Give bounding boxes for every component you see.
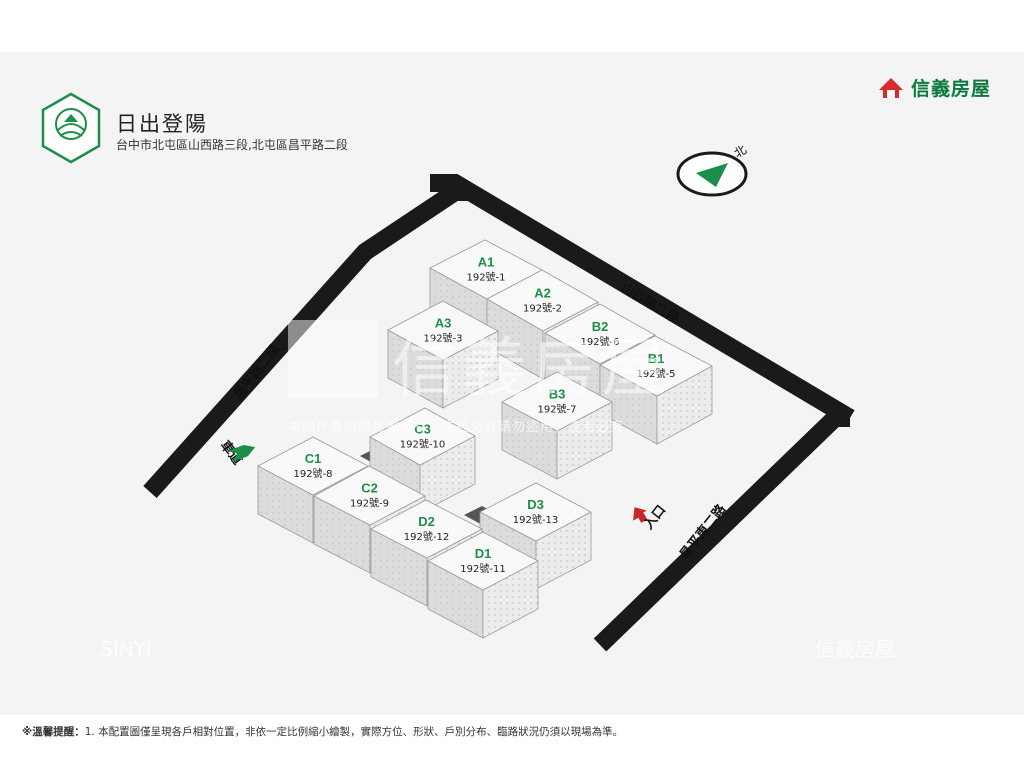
- project-logo-icon: [41, 92, 101, 164]
- brand-mark-icon: [879, 77, 903, 98]
- unit-number: 192號-8: [293, 467, 332, 480]
- watermark-brand: 信義房屋: [392, 332, 672, 406]
- compass-arrow-icon: [696, 163, 728, 187]
- unit-number: 192號-9: [350, 497, 389, 510]
- brand-name: 信義房屋: [911, 78, 992, 100]
- unit-code: C1: [305, 451, 322, 466]
- entrance-label: 入口: [641, 503, 669, 533]
- watermark-logo-icon: [288, 320, 378, 398]
- site-plan-board: 山西路二段 昌平路二段 昌平東二路 北 樓梯間樓梯間樓梯間樓梯間 A1192號-…: [0, 52, 1024, 715]
- brand-logo: 信義房屋: [878, 74, 991, 101]
- unit-top-face: [486, 269, 599, 332]
- unit-left-texture: [600, 365, 657, 444]
- driveway-arrow-icon: [226, 444, 256, 463]
- unit-number: 192號-1: [466, 271, 505, 284]
- unit-top-face: [501, 371, 613, 432]
- unit-code: A1: [478, 255, 495, 270]
- entrance-arrow-icon: [633, 507, 648, 523]
- unit-code: B1: [648, 351, 665, 366]
- unit-number: 192號-7: [537, 403, 576, 416]
- watermark-notice: 本圖片為信義房屋所有，未經允許請勿盜用，違者必究: [288, 419, 624, 435]
- watermark: 信義房屋 本圖片為信義房屋所有，未經允許請勿盜用，違者必究 信義房屋 SINYI: [100, 320, 895, 661]
- unit-left-texture: [487, 299, 543, 379]
- north-compass: 北: [676, 142, 749, 197]
- unit-top-face: [599, 335, 713, 397]
- project-address: 台中市北屯區山西路三段,北屯區昌平路二段: [116, 138, 348, 152]
- unit-code: B3: [549, 387, 566, 402]
- unit-code: B2: [592, 319, 609, 334]
- driveway-marker: 車道: [217, 438, 256, 468]
- road-changping: [143, 183, 472, 499]
- unit-top-face: [370, 499, 483, 559]
- unit-number: 192號-12: [404, 530, 449, 543]
- unit-right-texture: [483, 561, 538, 638]
- unit-top-face: [387, 300, 499, 361]
- unit-code: C2: [361, 481, 378, 496]
- unit-right-texture: [536, 512, 591, 589]
- unit-number: 192號-11: [460, 562, 505, 575]
- unit-blocks: A1192號-1A2192號-2B2192號-6A3192號-3B1192號-5…: [257, 239, 713, 639]
- disclaimer: ※溫馨提醒：1. 本配置圖僅呈現各戶相對位置，非依一定比例縮小繪製，實際方位、形…: [22, 724, 623, 739]
- unit-number: 192號-2: [523, 302, 562, 315]
- unit-code: D1: [475, 546, 492, 561]
- disclaimer-label: ※溫馨提醒：: [22, 726, 85, 738]
- disclaimer-bar: ※溫馨提醒：1. 本配置圖僅呈現各戶相對位置，非依一定比例縮小繪製，實際方位、形…: [0, 715, 1024, 768]
- unit-number: 192號-5: [636, 367, 675, 380]
- unit-code: D3: [527, 497, 544, 512]
- unit-left-texture: [258, 466, 313, 543]
- unit-code: A3: [435, 316, 452, 331]
- unit-number: 192號-3: [423, 332, 462, 345]
- unit-code: A2: [534, 286, 551, 301]
- unit-top-face: [479, 482, 592, 542]
- unit-number: 192號-6: [580, 335, 619, 348]
- unit-left-texture: [428, 561, 483, 638]
- unit-top-face: [369, 407, 476, 466]
- watermark-corner-brand: 信義房屋: [815, 637, 895, 661]
- site-plan-map: 山西路二段 昌平路二段 昌平東二路 北 樓梯間樓梯間樓梯間樓梯間 A1192號-…: [100, 142, 895, 661]
- road-label-changping: 昌平路二段: [231, 341, 284, 402]
- watermark-corner-latin: SINYI: [100, 637, 152, 661]
- unit-top-face: [313, 465, 426, 526]
- road-network: [143, 174, 855, 652]
- unit-right-texture: [443, 331, 498, 408]
- unit-right-texture: [657, 366, 712, 444]
- unit-top-face: [257, 436, 369, 496]
- unit-right-texture: [557, 402, 612, 479]
- unit-left-texture: [502, 402, 557, 479]
- unit-top-face: [427, 531, 539, 591]
- unit-left-texture: [388, 330, 443, 408]
- unit-left-texture: [371, 529, 427, 606]
- disclaimer-text: 1. 本配置圖僅呈現各戶相對位置，非依一定比例縮小繪製，實際方位、形狀、戶別分布…: [84, 726, 624, 738]
- unit-left-texture: [314, 496, 370, 573]
- unit-top-face: [544, 303, 656, 365]
- unit-number: 192號-13: [513, 513, 558, 526]
- unit-right-texture: [420, 436, 475, 513]
- project-name: 日出登陽: [116, 112, 208, 136]
- unit-code: D2: [418, 514, 435, 529]
- entrance-marker: 入口: [633, 503, 669, 533]
- unit-code: C3: [414, 422, 431, 437]
- unit-number: 192號-10: [400, 438, 445, 451]
- road-changping-east: [593, 409, 850, 652]
